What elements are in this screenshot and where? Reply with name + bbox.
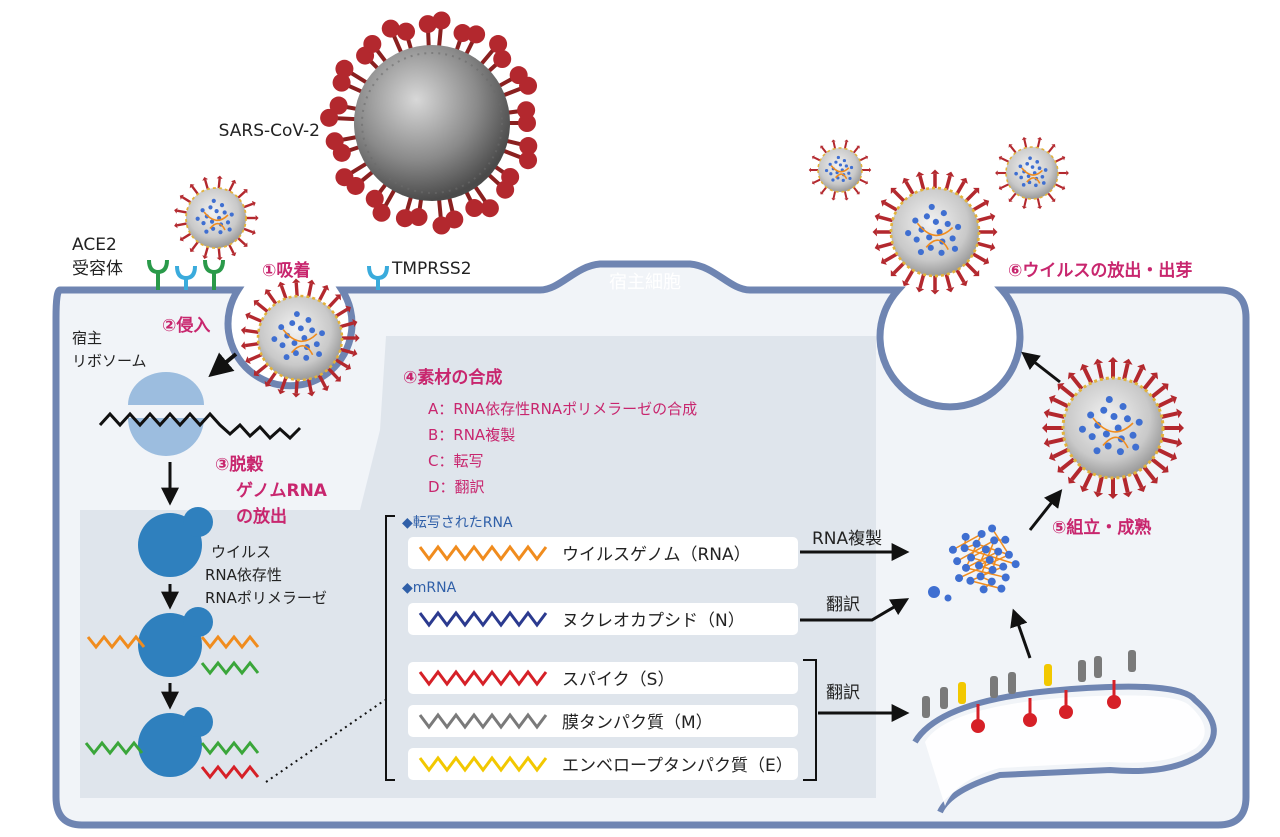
rna-panel-bracket xyxy=(385,515,395,781)
virion-approaching xyxy=(174,175,259,261)
genome-rna-wave xyxy=(418,544,548,562)
rna-polymerase-2 xyxy=(138,607,213,677)
translation-arrow-1 xyxy=(800,598,910,622)
virion-group xyxy=(174,137,1184,499)
nucleocapsid-protein-bead xyxy=(928,586,940,598)
rna-polymerase-3 xyxy=(138,707,213,777)
translation-label-2: 翻訳 xyxy=(826,683,860,703)
green-rna-strand xyxy=(200,740,260,756)
ace2-label-2: 受容体 xyxy=(72,259,123,279)
step-4-b: B：RNA複製 xyxy=(428,426,515,444)
spike-label: スパイク（S） xyxy=(562,670,674,690)
virion-budding xyxy=(872,169,998,295)
sars-label: SARS-CoV-2 xyxy=(219,121,320,141)
transcribed-rna-header: ◆転写されたRNA xyxy=(402,515,513,531)
polymerase-strands xyxy=(84,634,260,780)
host-cell-label: 宿主細胞 xyxy=(609,272,681,293)
step-6-label: ⑥ウイルスの放出・出芽 xyxy=(1008,260,1192,281)
nucleocapsid-wave xyxy=(418,610,548,628)
tmprss2-label: TMPRSS2 xyxy=(391,259,472,279)
sars-cov-2-virion xyxy=(320,11,538,235)
structural-bracket xyxy=(803,659,817,781)
nucleocapsid-label: ヌクレオカプシド（N） xyxy=(562,611,745,631)
endoplasmic-reticulum-fill xyxy=(925,695,1205,806)
step-2-label: ②侵入 xyxy=(162,315,210,336)
membrane-protein-label: 膜タンパク質（M） xyxy=(562,713,713,733)
step-4-c: C：転写 xyxy=(428,452,483,470)
ribosome-label-2: リボソーム xyxy=(72,352,147,370)
spike-wave xyxy=(418,669,548,687)
step-4-a: A：RNA依存性RNAポリメラーゼの合成 xyxy=(428,400,697,418)
envelope-protein-label: エンベロープタンパク質（E） xyxy=(562,756,793,776)
orange-rna-strand xyxy=(86,634,146,650)
step-5-label: ⑤組立・成熟 xyxy=(1052,517,1151,538)
virion-released xyxy=(808,139,872,201)
step-4-d: D：翻訳 xyxy=(428,478,485,496)
orange-rna-strand xyxy=(200,634,260,650)
step-4-title: ④素材の合成 xyxy=(403,367,502,388)
step-1-label: ①吸着 xyxy=(262,260,310,281)
receptor-group xyxy=(147,259,389,290)
rna-wave-group xyxy=(418,544,548,773)
rna-replication-label: RNA複製 xyxy=(812,529,882,549)
assembly-arrow-up xyxy=(1010,608,1032,659)
membrane-protein-row: 膜タンパク質（M） xyxy=(408,705,798,737)
step-3-label: ③脱穀 xyxy=(215,454,264,475)
nucleocapsid-row: ヌクレオカプシド（N） xyxy=(408,603,798,635)
genome-rna-row: ウイルスゲノム（RNA） xyxy=(408,537,798,569)
mrna-header: ◆mRNA xyxy=(402,580,457,596)
ace2-label: ACE2 xyxy=(72,235,117,255)
virion-endocytosed xyxy=(240,278,360,398)
polymerase-label-3: RNAポリメラーゼ xyxy=(205,589,327,607)
ace2-receptor-icon xyxy=(203,259,225,290)
ace2-receptor-icon xyxy=(147,259,169,290)
assembly-arrow-to-virion xyxy=(1028,489,1063,531)
release-arrow xyxy=(1021,351,1061,384)
envelope-protein-row: エンベロープタンパク質（E） xyxy=(408,748,798,780)
er-membrane-proteins xyxy=(922,650,1136,733)
ribosome xyxy=(98,372,302,456)
red-rna-strand xyxy=(200,764,260,780)
polymerase-label-2: RNA依存性 xyxy=(205,566,282,584)
green-rna-strand xyxy=(84,740,144,756)
spike-row: スパイク（S） xyxy=(408,662,798,694)
step-3-label-2: ゲノムRNA xyxy=(236,480,328,501)
nucleocapsid-assembly xyxy=(928,524,1020,602)
tmprss2-receptor-icon xyxy=(175,265,197,290)
dotted-connector xyxy=(265,699,386,783)
polymerase-label: ウイルス xyxy=(211,543,271,561)
membrane-wave xyxy=(418,712,548,730)
entry-arrow xyxy=(208,352,238,378)
step-3-label-3: の放出 xyxy=(236,506,287,527)
tmprss2-receptor-icon xyxy=(367,265,389,290)
virion-mature xyxy=(1042,357,1184,499)
rna-polymerase-1 xyxy=(138,507,213,577)
translation-label-1: 翻訳 xyxy=(826,595,860,615)
green-rna-strand xyxy=(200,660,260,676)
envelope-wave xyxy=(418,755,548,773)
genome-rna-strand xyxy=(98,411,302,441)
endoplasmic-reticulum xyxy=(912,683,1217,814)
genome-rna-label: ウイルスゲノム（RNA） xyxy=(562,545,751,565)
virion-released xyxy=(995,137,1069,209)
ribosome-label: 宿主 xyxy=(72,329,102,347)
nucleocapsid-protein-bead xyxy=(944,594,952,602)
